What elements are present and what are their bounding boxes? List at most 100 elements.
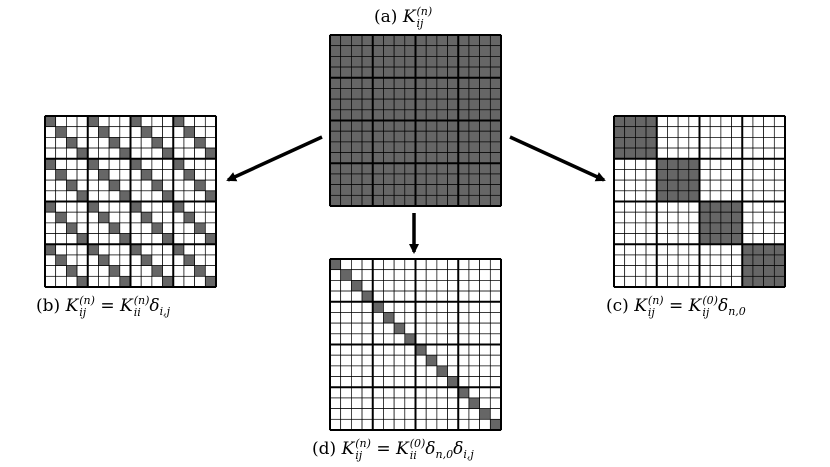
matrix-c-cell xyxy=(624,265,636,277)
matrix-a-cell xyxy=(468,194,480,207)
label-c-symbol: K xyxy=(634,296,647,317)
matrix-a-cell xyxy=(425,56,438,68)
matrix-a-cell xyxy=(457,45,470,57)
matrix-b-cell xyxy=(130,201,142,213)
matrix-c-cell xyxy=(688,137,700,149)
matrix-a-cell xyxy=(372,173,384,185)
matrix-b-cell xyxy=(130,115,142,128)
matrix-d-cell xyxy=(393,365,406,377)
matrix-b-cell xyxy=(108,126,121,138)
matrix-d-cell xyxy=(457,312,470,324)
matrix-c-cell xyxy=(656,126,668,138)
matrix-d-cell xyxy=(372,408,384,420)
matrix-b-cell xyxy=(130,233,142,245)
matrix-a-cell xyxy=(425,66,438,79)
matrix-c-cell xyxy=(741,211,754,224)
matrix-c-cell xyxy=(667,179,679,192)
matrix-a-cell xyxy=(361,34,374,47)
matrix-a-cell xyxy=(404,88,416,100)
matrix-d-cell xyxy=(329,290,342,303)
matrix-d-cell xyxy=(404,344,416,356)
matrix-b-cell xyxy=(140,243,153,256)
matrix-b-cell xyxy=(172,222,185,234)
matrix-c-cell xyxy=(635,275,647,288)
matrix-a-cell xyxy=(329,162,342,175)
matrix-d-cell xyxy=(404,258,416,271)
matrix-c-cell xyxy=(741,137,754,149)
matrix-b-cell xyxy=(130,158,142,170)
matrix-d-cell xyxy=(479,290,491,303)
matrix-a-cell xyxy=(393,162,406,175)
matrix-c-cell xyxy=(645,147,658,160)
matrix-c-cell xyxy=(613,158,626,170)
matrix-a-cell xyxy=(361,194,374,207)
matrix-c-cell xyxy=(613,243,626,256)
matrix-b-cell xyxy=(66,115,78,128)
matrix-d-cell xyxy=(329,280,342,292)
matrix-d-cell xyxy=(425,258,438,271)
matrix-a-cell xyxy=(340,98,352,111)
matrix-b-cell xyxy=(204,190,217,202)
matrix-c-cell xyxy=(699,201,711,213)
matrix-a-cell xyxy=(457,194,470,207)
matrix-c-cell xyxy=(731,126,743,138)
matrix-b-cell xyxy=(172,115,185,128)
matrix-d-cell xyxy=(489,354,502,367)
matrix-c-cell xyxy=(688,169,700,181)
matrix-c-cell xyxy=(773,126,786,138)
matrix-d-cell xyxy=(404,376,416,388)
matrix-b-cell xyxy=(76,233,89,245)
matrix-a-cell xyxy=(329,194,342,207)
matrix-d-cell xyxy=(415,386,427,399)
matrix-d-cell xyxy=(372,386,384,399)
matrix-d-cell xyxy=(457,322,470,335)
matrix-c-cell xyxy=(624,137,636,149)
matrix-b-cell xyxy=(108,243,121,256)
label-d-delta-1-sub: n,0 xyxy=(435,448,454,462)
matrix-b-cell xyxy=(98,275,110,288)
matrix-c-cell xyxy=(773,243,786,256)
matrix-b-cell xyxy=(44,201,57,213)
matrix-d-cell xyxy=(425,280,438,292)
matrix-b-cell xyxy=(130,254,142,266)
matrix-a-cell xyxy=(329,45,342,57)
matrix-d-cell xyxy=(372,365,384,377)
matrix-c-cell xyxy=(677,158,690,170)
matrix-c-cell xyxy=(613,211,626,224)
matrix-a-cell xyxy=(340,109,352,121)
matrix-d-cell xyxy=(447,280,459,292)
matrix-c-cell xyxy=(699,254,711,266)
matrix-b-cell xyxy=(66,126,78,138)
matrix-c-cell xyxy=(763,137,775,149)
matrix-a-cell xyxy=(329,109,342,121)
matrix-b-cell xyxy=(44,222,57,234)
matrix-d-cell xyxy=(340,322,352,335)
matrix-c-cell xyxy=(635,254,647,266)
matrix-d-cell xyxy=(404,312,416,324)
matrix-d-cell xyxy=(361,258,374,271)
matrix-b-cell xyxy=(119,201,131,213)
matrix-b-cell xyxy=(66,222,78,234)
matrix-c-cell xyxy=(645,243,658,256)
matrix-c-cell xyxy=(656,254,668,266)
matrix-a-cell xyxy=(425,173,438,185)
matrix-d-cell xyxy=(340,354,352,367)
matrix-c-cell xyxy=(752,190,764,202)
matrix-d-cell xyxy=(329,418,342,431)
matrix-a-cell xyxy=(447,173,459,185)
matrix-b-cell xyxy=(119,158,131,170)
matrix-a-cell xyxy=(383,98,395,111)
matrix-d-cell xyxy=(361,365,374,377)
matrix-d-cell xyxy=(457,418,470,431)
matrix-a-cell xyxy=(489,173,502,185)
matrix-b-cell xyxy=(98,222,110,234)
matrix-c-cell xyxy=(624,147,636,160)
matrix-a-cell xyxy=(329,152,342,164)
matrix-a-cell xyxy=(457,184,470,196)
matrix-a-cell xyxy=(489,45,502,57)
matrix-a-cell xyxy=(404,77,416,89)
matrix-d-cell xyxy=(340,386,352,399)
matrix-b-cell xyxy=(140,211,153,224)
matrix-d-cell xyxy=(329,258,342,271)
matrix-d-cell xyxy=(351,312,363,324)
